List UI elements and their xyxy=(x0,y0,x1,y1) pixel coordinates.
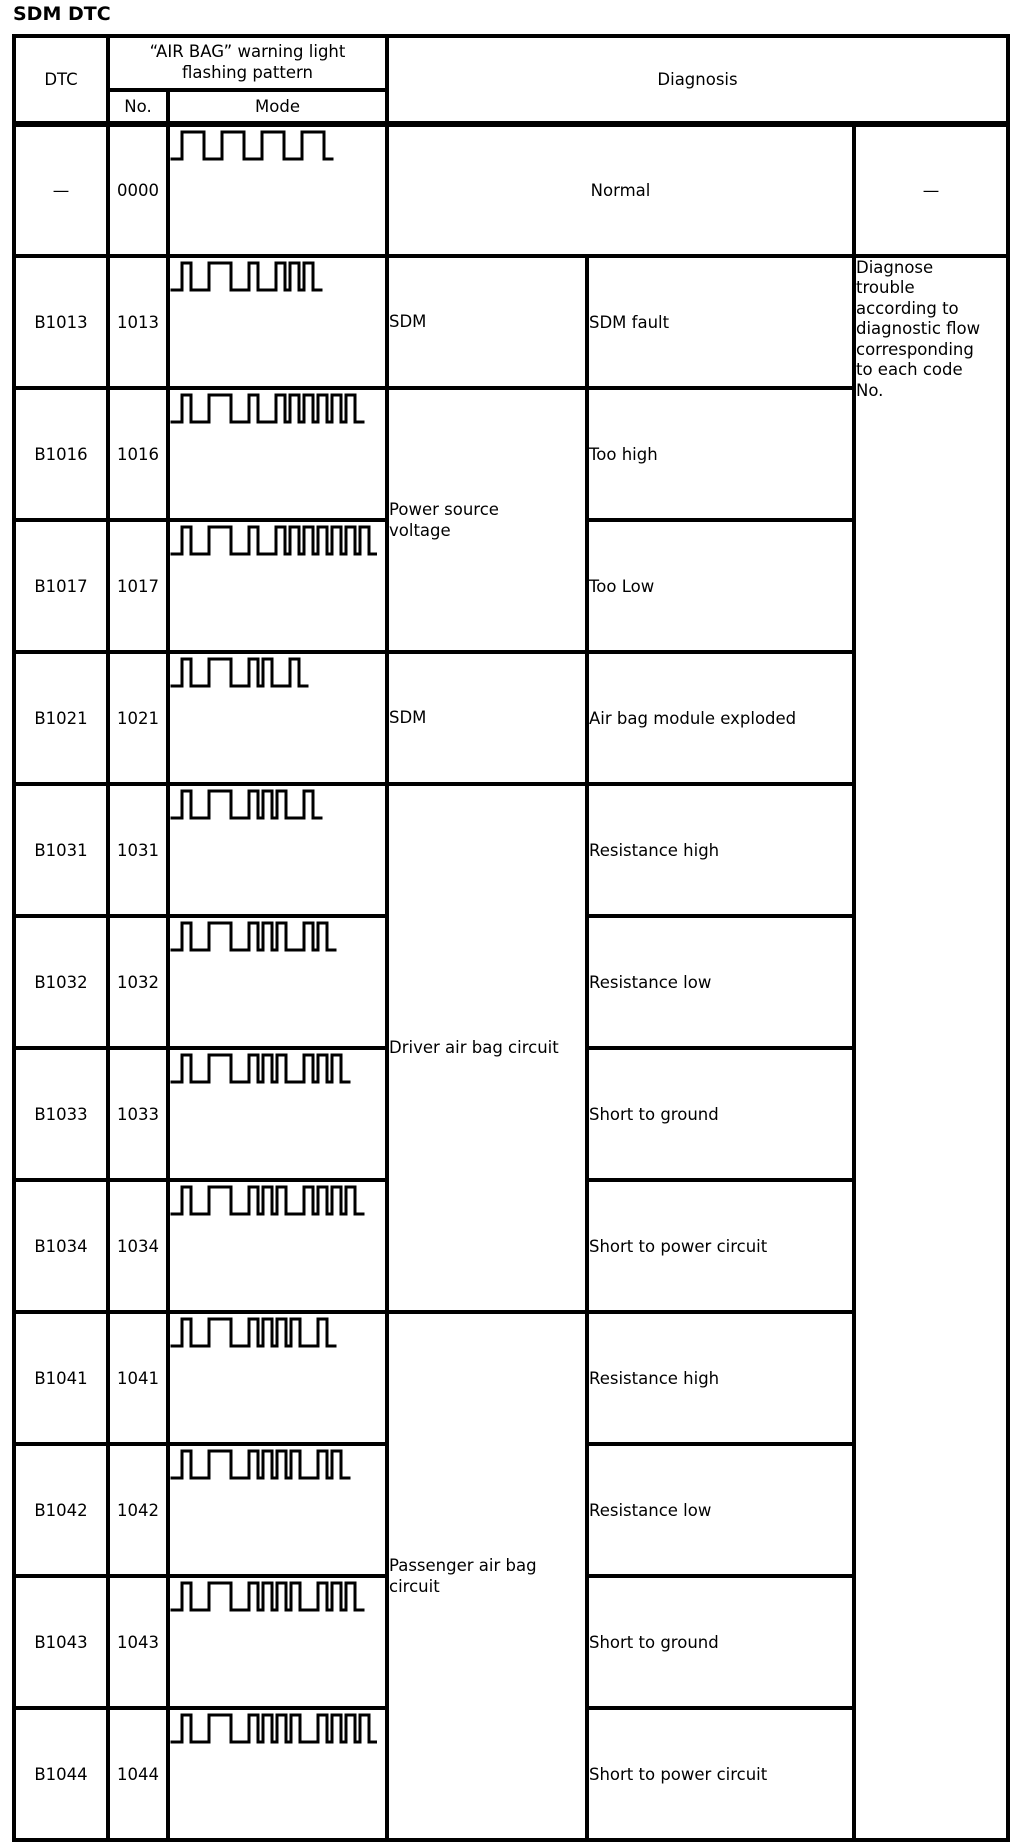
flash-mode-cell xyxy=(166,650,389,786)
table-row-b1032: B1032 1032 Resistance low xyxy=(12,914,1008,1050)
diagnosis-detail: Resistance high xyxy=(585,782,856,918)
table-row-b1042: B1042 1042 Resistance low xyxy=(12,1442,1008,1578)
diagnosis-detail: Short to power circuit xyxy=(585,1178,856,1314)
flash-mode-cell xyxy=(166,1442,389,1578)
diagnosis-system: Passenger air bag circuit xyxy=(385,1310,589,1842)
table-row-b1017: B1017 1017 Too Low xyxy=(12,518,1008,654)
flash-no: 1032 xyxy=(106,914,170,1050)
flash-mode-cell xyxy=(166,122,389,258)
diagnosis-detail: Resistance high xyxy=(585,1310,856,1446)
flash-mode-cell xyxy=(166,1178,389,1314)
header-mode: Mode xyxy=(166,88,389,126)
flash-no: 1021 xyxy=(106,650,170,786)
table-row-b1031: B1031 1031 Driver air bag circuit Resist… xyxy=(12,782,1008,1314)
flash-pattern-waveform xyxy=(172,789,323,820)
diagnosis-detail: Too Low xyxy=(585,518,856,654)
dtc-code: B1034 xyxy=(12,1178,110,1314)
flash-mode-cell xyxy=(166,1046,389,1182)
diagnose-action-note: Diagnose trouble according to diagnostic… xyxy=(851,254,1011,1842)
action-dash: — xyxy=(851,122,1011,258)
header-no: No. xyxy=(106,88,170,126)
sdm-dtc-table: DTC “AIR BAG” warning light flashing pat… xyxy=(12,34,1011,1842)
header-dtc: DTC xyxy=(12,34,110,126)
table-row-b1044: B1044 1044 Short to power circuit xyxy=(12,1706,1008,1842)
diagnosis-detail: Resistance low xyxy=(585,1442,856,1578)
dtc-code: B1017 xyxy=(12,518,110,654)
table-row-b1034: B1034 1034 Short to power circuit xyxy=(12,1178,1008,1314)
flash-pattern-waveform xyxy=(172,1449,351,1480)
dtc-code: B1033 xyxy=(12,1046,110,1182)
dtc-code: B1016 xyxy=(12,386,110,522)
dtc-code: B1032 xyxy=(12,914,110,1050)
dtc-code: — xyxy=(12,122,110,258)
diagnosis-detail: SDM fault xyxy=(585,254,856,390)
flash-mode-cell xyxy=(166,782,389,918)
diagnosis-system: SDM xyxy=(385,254,589,390)
flash-mode-cell xyxy=(166,518,389,654)
diagnosis-detail: Air bag module exploded xyxy=(585,650,856,786)
page-title: SDM DTC xyxy=(13,3,111,25)
flash-pattern-waveform xyxy=(172,1317,337,1348)
flash-no: 0000 xyxy=(106,122,170,258)
table-row-b1043: B1043 1043 Short to ground xyxy=(12,1574,1008,1710)
flash-no: 1033 xyxy=(106,1046,170,1182)
table-row-normal: — 0000 Normal — xyxy=(12,122,1011,258)
table-row-b1041: B1041 1041 Passenger air bag circuit Res… xyxy=(12,1310,1008,1842)
diagnosis-system: SDM xyxy=(385,650,589,786)
table-row-b1016: B1016 1016 Power source voltage Too high xyxy=(12,386,1008,654)
flash-pattern-waveform xyxy=(172,657,309,688)
flash-pattern-waveform xyxy=(172,261,323,292)
dtc-code: B1043 xyxy=(12,1574,110,1710)
dtc-code: B1013 xyxy=(12,254,110,390)
flash-no: 1017 xyxy=(106,518,170,654)
flash-pattern-waveform xyxy=(172,393,365,424)
flash-mode-cell xyxy=(166,1310,389,1446)
dtc-code: B1031 xyxy=(12,782,110,918)
flash-no: 1031 xyxy=(106,782,170,918)
header-flashing-pattern: “AIR BAG” warning light flashing pattern xyxy=(106,34,389,92)
flash-pattern-waveform xyxy=(172,1581,365,1612)
flash-mode-cell xyxy=(166,254,389,390)
header-diagnosis: Diagnosis xyxy=(384,34,1011,126)
diagnosis-system: Driver air bag circuit xyxy=(385,782,589,1314)
flash-mode-cell xyxy=(166,1574,389,1710)
diagnosis-system: Power source voltage xyxy=(385,386,589,654)
flash-no: 1041 xyxy=(106,1310,170,1446)
flash-pattern-waveform xyxy=(172,1185,365,1216)
flash-pattern-waveform xyxy=(172,130,334,161)
diagnosis-detail: Short to ground xyxy=(585,1574,856,1710)
table-row-b1013: B1013 1013 SDM SDM fault Diagnose troubl… xyxy=(12,254,1011,1842)
flash-pattern-waveform xyxy=(172,1053,351,1084)
flash-no: 1013 xyxy=(106,254,170,390)
dtc-code: B1021 xyxy=(12,650,110,786)
flash-no: 1016 xyxy=(106,386,170,522)
flash-mode-cell xyxy=(166,1706,389,1842)
diagnosis-detail: Resistance low xyxy=(585,914,856,1050)
flash-no: 1044 xyxy=(106,1706,170,1842)
table-row-b1033: B1033 1033 Short to ground xyxy=(12,1046,1008,1182)
diagnosis-detail: Short to ground xyxy=(585,1046,856,1182)
dtc-code: B1042 xyxy=(12,1442,110,1578)
flash-pattern-waveform xyxy=(172,525,377,556)
diagnosis-detail: Short to power circuit xyxy=(585,1706,856,1842)
flash-mode-cell xyxy=(166,386,389,522)
flash-no: 1034 xyxy=(106,1178,170,1314)
flash-no: 1043 xyxy=(106,1574,170,1710)
flash-no: 1042 xyxy=(106,1442,170,1578)
diagnosis-normal: Normal xyxy=(385,122,856,258)
table-header: DTC “AIR BAG” warning light flashing pat… xyxy=(12,34,1011,126)
flash-mode-cell xyxy=(166,914,389,1050)
dtc-code: B1044 xyxy=(12,1706,110,1842)
dtc-code: B1041 xyxy=(12,1310,110,1446)
table-row-b1021: B1021 1021 SDM Air bag module exploded xyxy=(12,650,1008,786)
flash-pattern-waveform xyxy=(172,1713,377,1744)
flash-pattern-waveform xyxy=(172,921,337,952)
diagnosis-detail: Too high xyxy=(585,386,856,522)
